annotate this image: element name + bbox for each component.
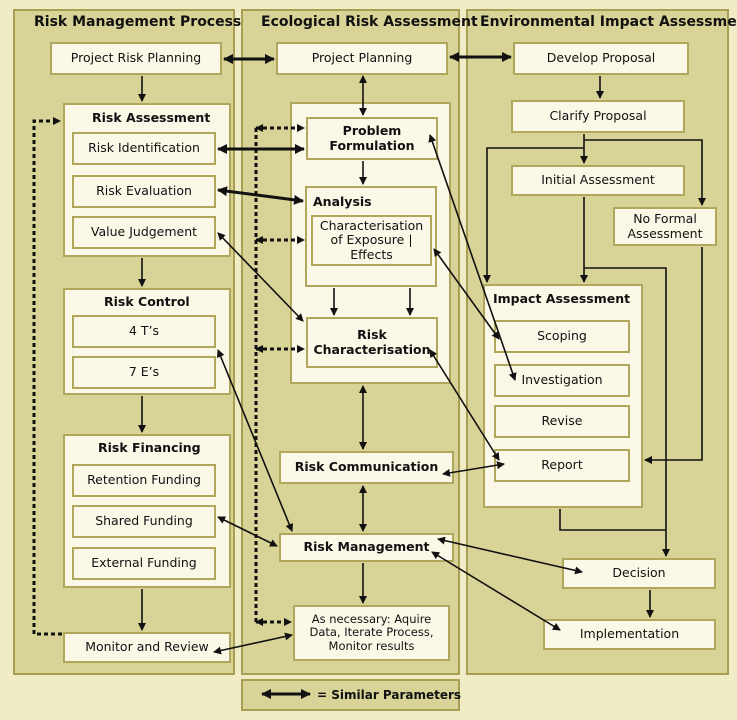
- retention-funding-box[interactable]: Retention Funding: [72, 464, 216, 497]
- eia-title: Environmental Impact Assessment: [480, 14, 737, 30]
- link-characterisation-scoping: [433, 248, 500, 340]
- risk-financing-label: Risk Financing: [98, 440, 201, 455]
- arrow-clarify-impact: [483, 147, 584, 283]
- arrow-noformal-impact: [644, 247, 703, 464]
- seven-es-box[interactable]: 7 E’s: [72, 356, 216, 389]
- four-ts-box[interactable]: 4 T’s: [72, 315, 216, 348]
- initial-assessment-box[interactable]: Initial Assessment: [511, 165, 685, 196]
- external-funding-box[interactable]: External Funding: [72, 547, 216, 580]
- scoping-box[interactable]: Scoping: [494, 320, 630, 353]
- link-riskchar-report: [429, 349, 500, 461]
- arrow-clarify-noformal: [584, 139, 706, 206]
- clarify-proposal-box[interactable]: Clarify Proposal: [511, 100, 685, 133]
- legend-text: = Similar Parameters: [317, 688, 462, 702]
- link-communication-report: [442, 461, 505, 477]
- risk-characterisation-box[interactable]: Risk Characterisation: [306, 317, 438, 368]
- value-judgement-box[interactable]: Value Judgement: [72, 216, 216, 249]
- link-monitor-asnecessary: [213, 632, 293, 655]
- link-value-judgement: [217, 232, 304, 322]
- shared-funding-box[interactable]: Shared Funding: [72, 505, 216, 538]
- link-problem-investigation: [428, 134, 517, 381]
- link-riskmgmt-implementation: [431, 551, 561, 631]
- risk-identification-box[interactable]: Risk Identification: [72, 132, 216, 165]
- risk-communication-box[interactable]: Risk Communication: [279, 451, 454, 484]
- arrow-initial-decision: [584, 267, 670, 557]
- link-riskmgmt-decision: [437, 536, 583, 575]
- investigation-box[interactable]: Investigation: [494, 364, 630, 397]
- monitor-review-box[interactable]: Monitor and Review: [63, 632, 231, 663]
- no-formal-assessment-box[interactable]: No Formal Assessment: [613, 207, 717, 246]
- as-necessary-box[interactable]: As necessary: Aquire Data, Iterate Proce…: [293, 605, 450, 661]
- project-risk-planning-box[interactable]: Project Risk Planning: [50, 42, 222, 75]
- rmp-title: Risk Management Process: [34, 14, 242, 30]
- era-title: Ecological Risk Assessment: [261, 14, 478, 30]
- risk-assessment-label: Risk Assessment: [92, 110, 211, 125]
- arrow-impact-decision: [559, 509, 666, 531]
- develop-proposal-box[interactable]: Develop Proposal: [513, 42, 689, 75]
- risk-evaluation-box[interactable]: Risk Evaluation: [72, 175, 216, 208]
- problem-formulation-box[interactable]: Problem Formulation: [306, 117, 438, 160]
- project-planning-box[interactable]: Project Planning: [276, 42, 448, 75]
- risk-management-box[interactable]: Risk Management: [279, 533, 454, 562]
- implementation-box[interactable]: Implementation: [543, 619, 716, 650]
- feedback-loop: [32, 117, 62, 636]
- link-shared-riskmgmt: [217, 516, 278, 547]
- link-evaluation-analysis: [217, 186, 304, 205]
- risk-control-label: Risk Control: [104, 294, 190, 309]
- report-box[interactable]: Report: [494, 449, 630, 482]
- link-4ts-riskmgmt: [216, 349, 294, 532]
- analysis-label: Analysis: [313, 194, 372, 209]
- revise-box[interactable]: Revise: [494, 405, 630, 438]
- decision-box[interactable]: Decision: [562, 558, 716, 589]
- impact-assessment-label: Impact Assessment: [493, 291, 631, 306]
